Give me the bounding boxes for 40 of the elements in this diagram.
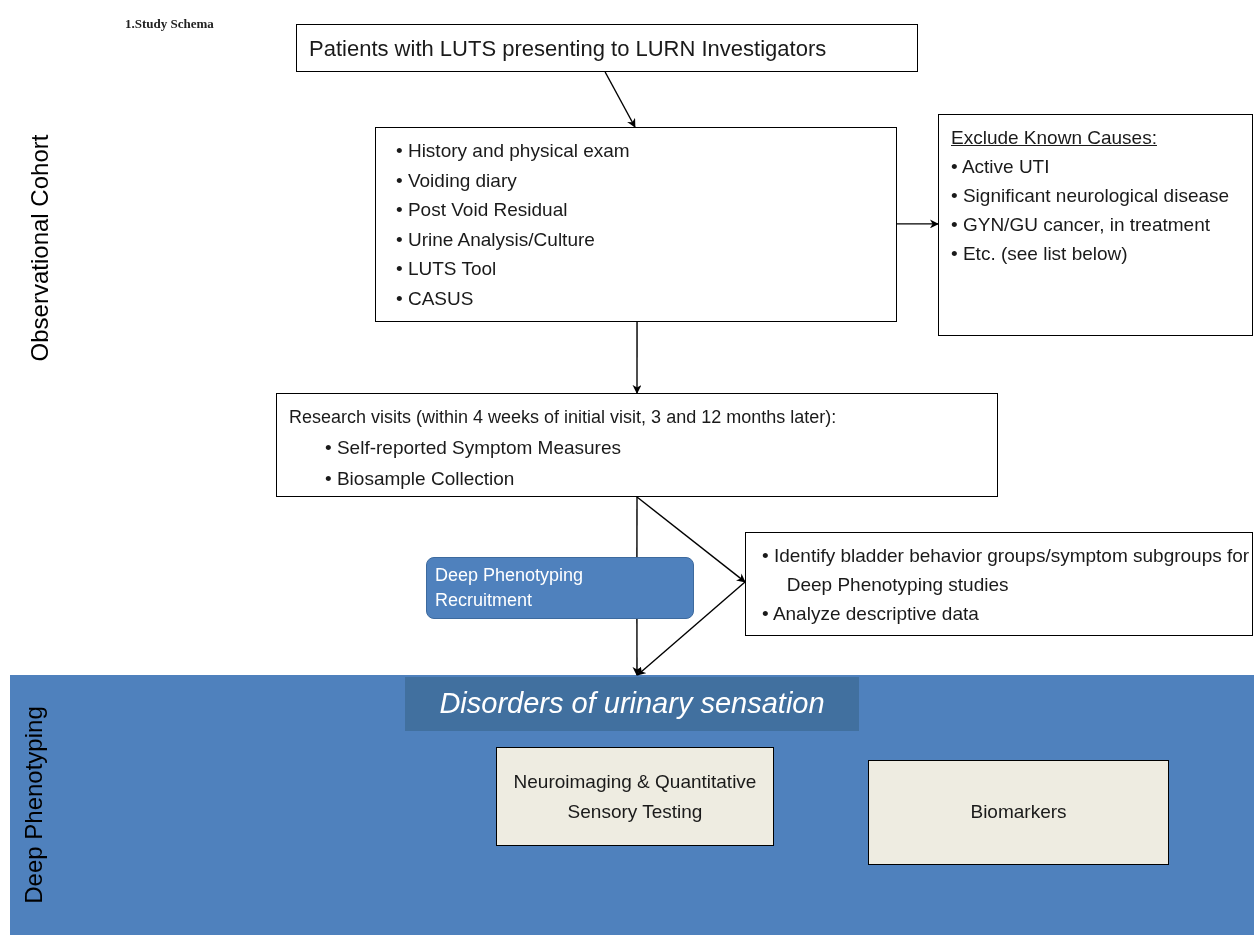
node-text: Neuroimaging & Quantitative Sensory Testing	[512, 769, 758, 824]
side-label: Deep Phenotyping	[19, 705, 48, 906]
arrow	[604, 71, 636, 128]
bullet-item: • Urine Analysis/Culture	[396, 227, 595, 252]
bullet-item: • Identify bladder behavior groups/symptom subgroups for Deep Phenotyping studies	[762, 544, 1251, 597]
bullet-item: • CASUS	[396, 286, 475, 311]
recruitment-box	[426, 557, 694, 619]
heading-box	[405, 677, 859, 731]
bullet-item: • Biosample Collection	[325, 467, 515, 491]
process-box	[868, 760, 1169, 865]
node-text: Disorders of urinary sensation	[439, 686, 825, 722]
side-label: Observational Cohort	[25, 133, 54, 364]
title: 1.Study Schema	[125, 15, 214, 33]
process-box	[276, 393, 998, 497]
exclusion-box	[938, 114, 1253, 336]
arrow	[636, 581, 746, 676]
arrow	[896, 219, 939, 229]
checklist-box	[375, 127, 897, 322]
bullet-item: • Voiding diary	[396, 168, 517, 193]
arrow	[632, 618, 642, 676]
bullet-item: • LUTS Tool	[396, 257, 497, 281]
arrow	[636, 496, 746, 583]
bullet-item: • Etc. (see list below)	[951, 242, 1128, 266]
node-text: Research visits (within 4 weeks of initial visit, 3 and 12 months later):	[289, 406, 838, 429]
bullet-item: • Significant neurological disease	[951, 184, 1230, 208]
bullet-item: • Post Void Residual	[396, 198, 568, 222]
process-box	[496, 747, 774, 846]
bullet-item: • History and physical exam	[396, 139, 630, 163]
phase-band	[10, 675, 1254, 935]
bullet-item: • Analyze descriptive data	[762, 602, 979, 626]
node-text: Exclude Known Causes:	[951, 126, 1158, 150]
arrow	[632, 321, 642, 394]
outcome-box	[745, 532, 1253, 636]
node-text: Biomarkers	[970, 800, 1067, 825]
bullet-item: • GYN/GU cancer, in treatment	[951, 213, 1211, 237]
process-box	[296, 24, 918, 72]
node-text: Deep Phenotyping Recruitment	[435, 564, 585, 612]
bullet-item: • Self-reported Symptom Measures	[325, 436, 621, 460]
node-text: Patients with LUTS presenting to LURN Investigators	[309, 34, 827, 63]
bullet-item: • Active UTI	[951, 155, 1050, 179]
